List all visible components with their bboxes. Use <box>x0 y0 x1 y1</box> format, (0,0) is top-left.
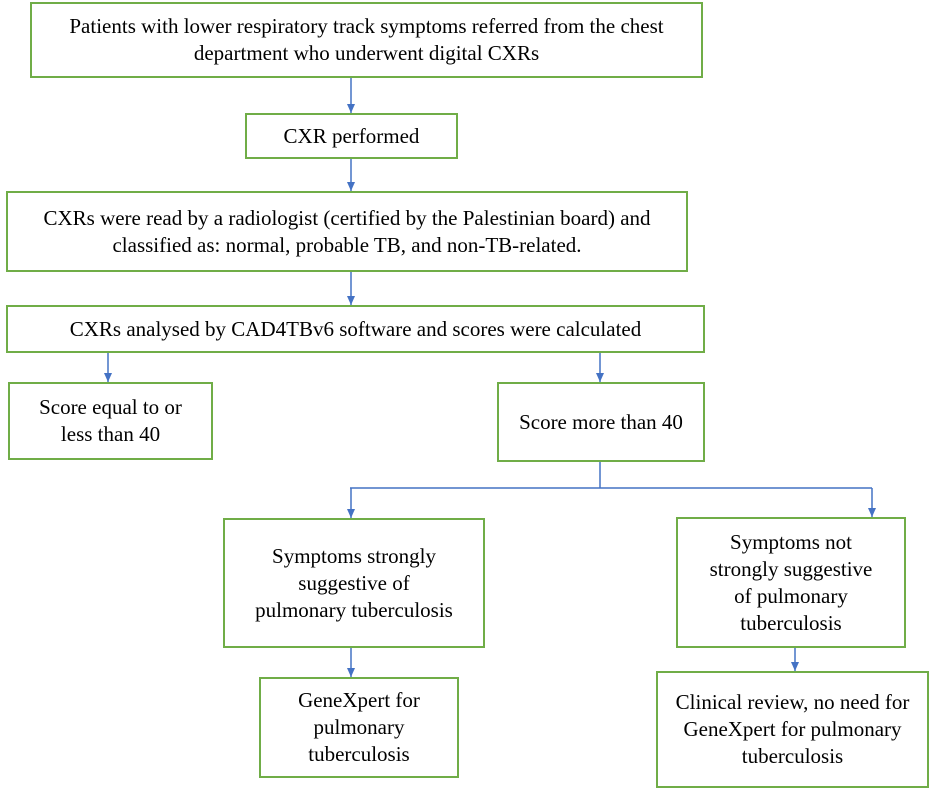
genexpert-box: GeneXpert for pulmonary tuberculosis <box>259 677 459 778</box>
score-low-box: Score equal to or less than 40 <box>8 382 213 460</box>
radiologist-read-text: CXRs were read by a radiologist (certifi… <box>43 205 651 257</box>
cxr-performed-text: CXR performed <box>283 123 420 148</box>
clinical-review-text: Clinical review, no need for GeneXpert f… <box>675 690 910 768</box>
patients-text: Patients with lower respiratory track sy… <box>69 14 664 65</box>
symptoms-not-strong-box: Symptoms not strongly suggestive of pulm… <box>676 517 906 648</box>
patients-box: Patients with lower respiratory track sy… <box>30 2 703 78</box>
score-low-text: Score equal to or less than 40 <box>39 395 182 446</box>
cad-analysis-text: CXRs analysed by CAD4TBv6 software and s… <box>69 316 642 341</box>
symptoms-strong-text: Symptoms strongly suggestive of pulmonar… <box>255 543 453 622</box>
cad-analysis-box: CXRs analysed by CAD4TBv6 software and s… <box>6 305 705 353</box>
cxr-performed-box: CXR performed <box>245 113 458 159</box>
symptoms-strong-box: Symptoms strongly suggestive of pulmonar… <box>223 518 485 648</box>
score-high-box: Score more than 40 <box>497 382 705 462</box>
radiologist-read-box: CXRs were read by a radiologist (certifi… <box>6 191 688 272</box>
genexpert-text: GeneXpert for pulmonary tuberculosis <box>298 688 420 766</box>
clinical-review-box: Clinical review, no need for GeneXpert f… <box>656 671 929 788</box>
symptoms-not-strong-text: Symptoms not strongly suggestive of pulm… <box>709 529 873 635</box>
score-high-text: Score more than 40 <box>519 409 683 434</box>
